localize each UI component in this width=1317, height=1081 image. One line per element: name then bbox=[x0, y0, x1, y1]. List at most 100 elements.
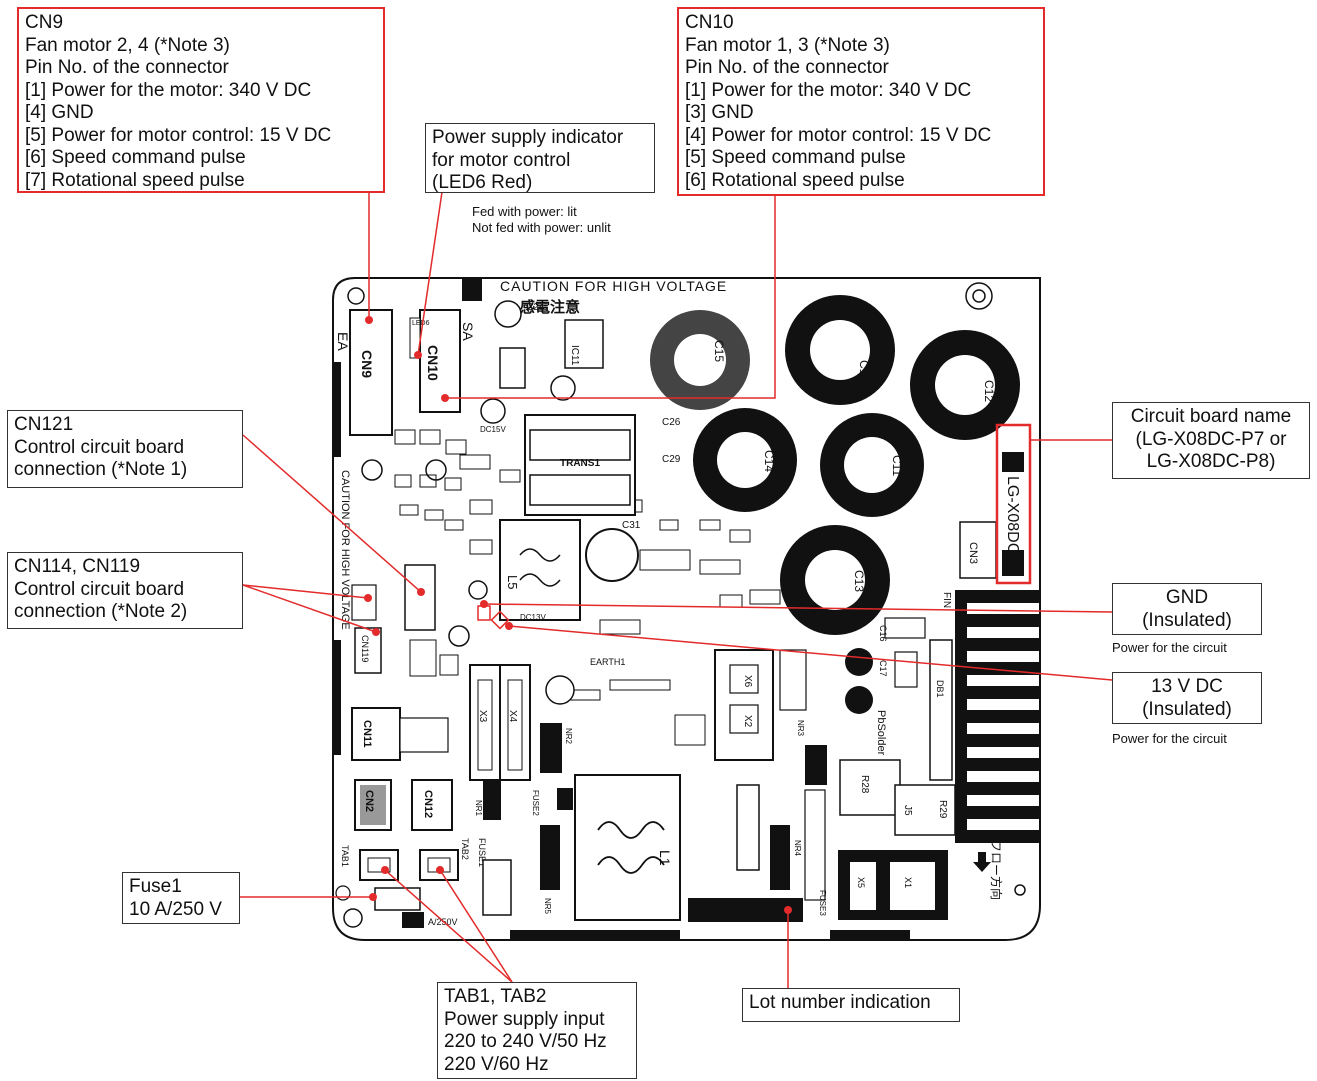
callout-line: CN114, CN119 bbox=[14, 556, 141, 577]
svg-text:L5: L5 bbox=[505, 575, 520, 589]
callout-line: Power supply indicator bbox=[432, 127, 624, 148]
fuse1 bbox=[374, 887, 421, 911]
svg-text:EARTH1: EARTH1 bbox=[590, 657, 625, 667]
svg-text:R29: R29 bbox=[937, 800, 948, 819]
l5-coil bbox=[499, 519, 581, 621]
silk-caution-vertical: CAUTION FOR HIGH VOLTAGE bbox=[339, 470, 351, 630]
electrolytic-capacitors bbox=[650, 295, 1020, 635]
callout-line: Fuse1 bbox=[129, 876, 182, 897]
13v-note: Power for the circuit bbox=[1112, 731, 1227, 746]
svg-text:L1: L1 bbox=[657, 850, 673, 866]
silk-cn10: CN10 bbox=[425, 345, 441, 381]
svg-text:フロー方向: フロー方向 bbox=[989, 840, 1004, 900]
svg-text:C12: C12 bbox=[982, 380, 996, 402]
callout-line: 220 to 240 V/50 Hz bbox=[444, 1031, 607, 1052]
cn121-connector bbox=[404, 564, 436, 631]
svg-text:TAB2: TAB2 bbox=[460, 838, 470, 860]
callout-gnd: GND (Insulated) bbox=[1112, 583, 1262, 635]
svg-text:IC11: IC11 bbox=[569, 345, 580, 366]
callout-line: Control circuit board bbox=[14, 578, 185, 600]
svg-text:C26: C26 bbox=[662, 417, 681, 428]
callout-cn9-line: Pin No. of the connector bbox=[25, 57, 229, 78]
callout-cn10-line: Fan motor 1, 3 (*Note 3) bbox=[685, 34, 890, 56]
svg-text:C11: C11 bbox=[890, 455, 904, 476]
silk-caution: CAUTION FOR HIGH VOLTAGE bbox=[500, 278, 727, 294]
svg-text:C17: C17 bbox=[878, 660, 888, 677]
callout-line: 10 A/250 V bbox=[129, 898, 222, 920]
callout-line: (Insulated) bbox=[1142, 698, 1232, 720]
silk-ea: EA bbox=[335, 332, 351, 351]
callout-line: CN121 bbox=[14, 414, 74, 435]
cn11-connector bbox=[351, 707, 401, 761]
svg-text:FIN: FIN bbox=[941, 592, 952, 608]
leader-13v bbox=[508, 625, 1113, 681]
svg-text:DC13V: DC13V bbox=[520, 613, 546, 622]
mount-hole bbox=[972, 289, 986, 303]
svg-text:NR1: NR1 bbox=[474, 800, 483, 817]
callout-cn10: CN10 Fan motor 1, 3 (*Note 3) Pin No. of… bbox=[677, 7, 1045, 196]
leader-cn121 bbox=[242, 434, 422, 593]
svg-text:C31: C31 bbox=[622, 520, 641, 531]
callout-line: 13 V DC bbox=[1151, 676, 1223, 697]
svg-text:A/250V: A/250V bbox=[428, 917, 458, 927]
callout-cn10-line: [3] GND bbox=[685, 102, 754, 123]
mount-hole bbox=[343, 908, 363, 928]
callout-line: Lot number indication bbox=[749, 992, 931, 1013]
leader-tab2 bbox=[439, 869, 513, 983]
callout-circuit-board-name: Circuit board name (LG-X08DC-P7 or LG-X0… bbox=[1112, 402, 1310, 479]
leader-cn119 bbox=[242, 584, 377, 633]
svg-text:NR2: NR2 bbox=[564, 728, 573, 745]
ic11 bbox=[564, 319, 604, 369]
mount-hole bbox=[965, 282, 993, 310]
callout-line: 220 V/60 Hz bbox=[444, 1053, 549, 1075]
svg-text:C14: C14 bbox=[762, 450, 776, 472]
svg-text:PbSolder: PbSolder bbox=[875, 710, 887, 756]
callout-fuse1: Fuse1 10 A/250 V bbox=[122, 872, 240, 924]
svg-text:X6: X6 bbox=[742, 675, 753, 688]
c31-capacitor bbox=[585, 528, 639, 582]
callout-cn9-line: [6] Speed command pulse bbox=[25, 147, 246, 168]
silk-cn9: CN9 bbox=[359, 350, 375, 378]
callout-line: (Insulated) bbox=[1142, 609, 1232, 631]
svg-text:CN3: CN3 bbox=[967, 542, 979, 564]
callout-cn9-line: [7] Rotational speed pulse bbox=[25, 169, 245, 191]
cn12-connector bbox=[411, 779, 453, 831]
callout-cn9-line: [5] Power for motor control: 15 V DC bbox=[25, 124, 332, 146]
svg-text:C24: C24 bbox=[526, 302, 545, 313]
svg-text:C16: C16 bbox=[878, 625, 888, 642]
svg-text:R28: R28 bbox=[859, 775, 870, 794]
svg-text:FUSE3: FUSE3 bbox=[818, 890, 827, 916]
heatsink-fins bbox=[955, 590, 1040, 843]
svg-text:X2: X2 bbox=[742, 715, 753, 728]
svg-text:NR4: NR4 bbox=[793, 840, 802, 857]
callout-line: TAB1, TAB2 bbox=[444, 986, 547, 1007]
leader-cn10 bbox=[445, 196, 776, 399]
svg-text:J5: J5 bbox=[902, 805, 913, 816]
cn9-connector bbox=[349, 309, 393, 436]
callout-line: (LG-X08DC-P7 or bbox=[1135, 428, 1287, 450]
leader-gnd bbox=[483, 603, 1113, 613]
db1 bbox=[929, 639, 953, 781]
svg-text:X1: X1 bbox=[903, 877, 913, 888]
svg-text:CN11: CN11 bbox=[361, 720, 373, 748]
callout-line: LG-X08DC-P8) bbox=[1146, 451, 1276, 472]
callout-cn9-title: CN9 bbox=[25, 12, 64, 33]
callout-tab1-tab2: TAB1, TAB2 Power supply input 220 to 240… bbox=[437, 982, 637, 1079]
svg-text:CN2: CN2 bbox=[363, 790, 375, 812]
svg-text:NR5: NR5 bbox=[543, 898, 552, 915]
svg-text:X3: X3 bbox=[477, 710, 488, 723]
callout-cn10-line: [5] Speed command pulse bbox=[685, 147, 906, 168]
callout-line: GND bbox=[1165, 587, 1209, 608]
callout-power-indicator: Power supply indicator for motor control… bbox=[425, 123, 655, 193]
svg-text:CN119: CN119 bbox=[360, 635, 370, 662]
callout-cn121: CN121 Control circuit board connection (… bbox=[7, 410, 243, 488]
svg-text:LED6: LED6 bbox=[412, 320, 430, 327]
gnd-note: Power for the circuit bbox=[1112, 640, 1227, 655]
svg-text:TAB1: TAB1 bbox=[340, 845, 350, 867]
cn10-connector bbox=[419, 309, 461, 413]
svg-text:TRANS1: TRANS1 bbox=[560, 458, 600, 469]
svg-text:CN12: CN12 bbox=[422, 790, 434, 818]
callout-line: connection (*Note 2) bbox=[14, 601, 188, 622]
mount-hole bbox=[1014, 884, 1026, 896]
